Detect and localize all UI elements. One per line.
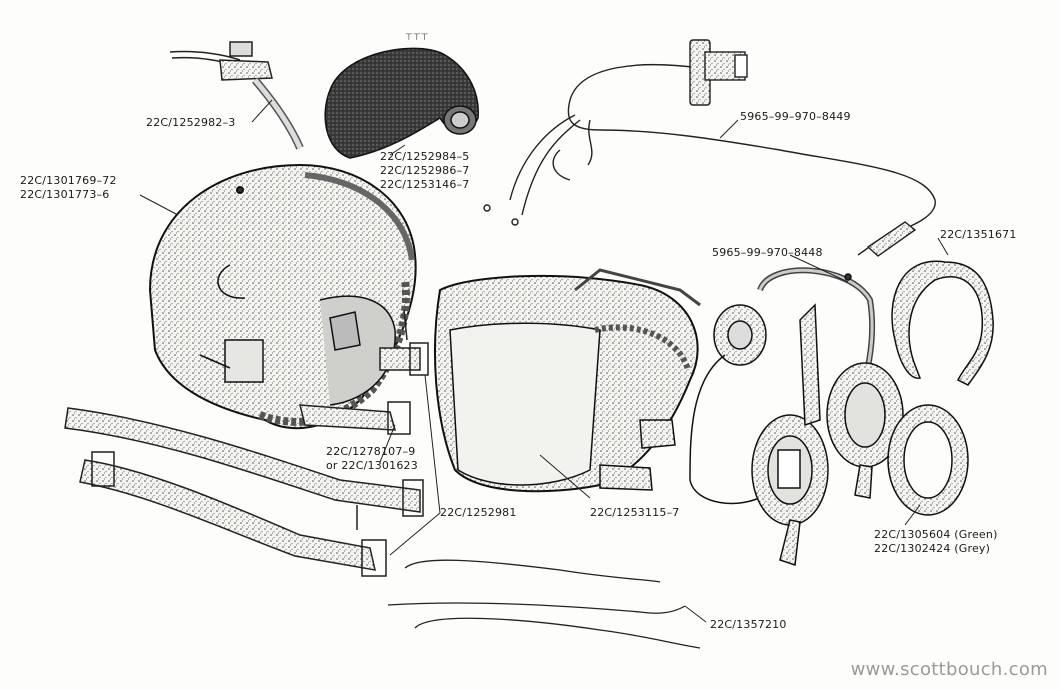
label-chin-strap-clip: 22C/1252982–3 <box>146 116 236 129</box>
label-ear-piece-c: 22C/1253146–7 <box>380 178 470 191</box>
label-headset: 5965–99–970–8448 <box>712 246 823 259</box>
label-wiring-harness: 5965–99–970–8449 <box>740 110 851 123</box>
label-strap-a: 22C/1278107–9 <box>326 445 416 458</box>
helmet-side-strap <box>299 309 429 435</box>
label-cord: 22C/1357210 <box>710 618 787 631</box>
chin-strap-clip-part <box>169 41 304 150</box>
label-ear-piece-a: 22C/1252984–5 <box>380 150 470 163</box>
ear-piece-part: ⊤⊤⊤ <box>324 33 479 159</box>
headband-part <box>891 260 994 386</box>
label-helmet-b: 22C/1301773–6 <box>20 188 110 201</box>
helmet-shell-part <box>148 163 417 430</box>
label-ear-piece-b: 22C/1252986–7 <box>380 164 470 177</box>
svg-text:⊤⊤⊤: ⊤⊤⊤ <box>405 33 429 43</box>
leader-lines <box>139 99 949 623</box>
label-ear-seal-grey: 22C/1302424 (Grey) <box>874 542 991 555</box>
label-buckle: 22C/1252981 <box>440 506 517 519</box>
wiring-harness-part <box>483 39 936 257</box>
label-helmet-a: 22C/1301769–72 <box>20 174 117 187</box>
headset-part <box>689 267 904 567</box>
label-headband: 22C/1351671 <box>940 228 1017 241</box>
label-liner: 22C/1253115–7 <box>590 506 680 519</box>
label-strap-b: or 22C/1301623 <box>326 459 418 472</box>
label-ear-seal-green: 22C/1305604 (Green) <box>874 528 998 541</box>
long-strap-part <box>64 407 424 517</box>
buckle-strap-part <box>79 451 387 577</box>
cord-part <box>387 559 701 649</box>
ear-seal-part <box>887 404 969 516</box>
helmet-liner-part <box>434 268 701 493</box>
watermark: www.scottbouch.com <box>850 659 1048 680</box>
